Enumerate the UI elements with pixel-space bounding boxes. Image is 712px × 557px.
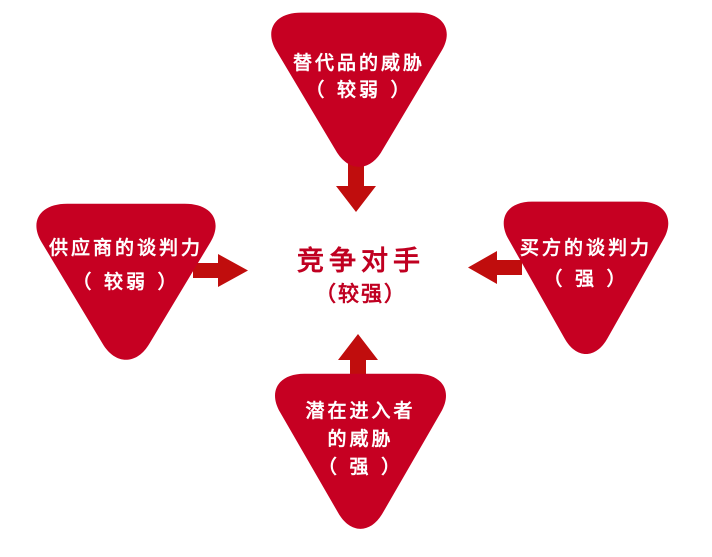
up-arrow-icon [338, 334, 378, 382]
force-substitutes-label: 替代品的威胁 （ 较弱 ） [263, 50, 455, 104]
force-substitutes: 替代品的威胁 （ 较弱 ） [263, 8, 455, 176]
rounded-triangle-shape [275, 373, 446, 529]
right-arrow-icon [193, 254, 248, 287]
force-label-line: （ 较弱 ） [305, 79, 413, 101]
force-label-line: 的威胁 [327, 428, 394, 450]
left-arrow-icon [468, 251, 522, 284]
force-suppliers: 供应商的谈判力 （ 较弱 ） [28, 199, 224, 369]
force-label-line: （ 较弱 ） [72, 271, 180, 293]
force-label-line: （ 强 ） [317, 456, 404, 478]
rounded-triangle-shape [271, 12, 447, 167]
force-label-line: 潜在进入者 [305, 400, 416, 422]
force-label-line: 买方的谈判力 [519, 237, 652, 259]
force-new-entrants-label: 潜在进入者 的威胁 （ 强 ） [267, 397, 454, 481]
force-buyers: 买方的谈判力 （ 强 ） [496, 197, 676, 363]
force-label-line: 替代品的威胁 [292, 52, 425, 74]
force-new-entrants: 潜在进入者 的威胁 （ 强 ） [267, 369, 454, 538]
rounded-triangle-shape [36, 203, 216, 360]
force-label-line: 供应商的谈判力 [48, 237, 203, 259]
down-arrow-icon [336, 158, 376, 212]
center-competitors-box: 竞争对手 （较强） [267, 223, 455, 330]
force-suppliers-label: 供应商的谈判力 （ 较弱 ） [28, 231, 224, 299]
force-label-line: （ 强 ） [543, 268, 629, 290]
force-buyers-label: 买方的谈判力 （ 强 ） [496, 233, 676, 295]
center-title: 竞争对手 [297, 245, 425, 277]
rounded-triangle-shape [503, 201, 669, 355]
center-strength: （较强） [315, 280, 407, 306]
